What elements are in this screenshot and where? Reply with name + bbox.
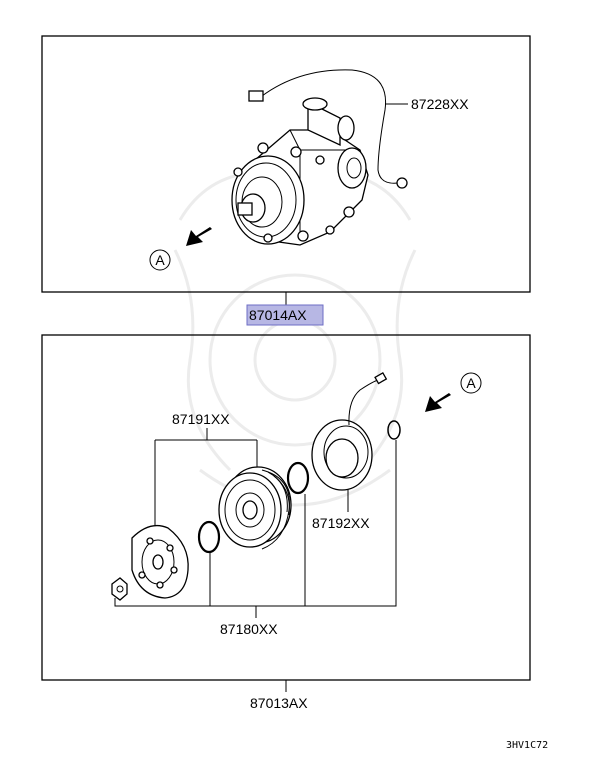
part-label-87013[interactable]: 87013AX	[250, 695, 308, 711]
arrow-icon	[186, 227, 212, 246]
part-label-87192[interactable]: 87192XX	[312, 515, 370, 531]
part-label-87180[interactable]: 87180XX	[220, 621, 278, 637]
part-label-87228[interactable]: 87228XX	[411, 96, 469, 112]
arrow-icon	[425, 393, 451, 412]
clutch-hub-plate	[131, 524, 189, 599]
part-label-87191[interactable]: 87191XX	[172, 411, 230, 427]
part-label-87014[interactable]: 87014AX	[249, 307, 307, 323]
snap-ring-2	[286, 461, 310, 495]
bracket-87191	[154, 428, 258, 528]
view-marker-bottom: A	[425, 372, 482, 412]
field-coil	[311, 372, 388, 491]
diagram-code: 3HV1C72	[506, 740, 548, 751]
compressor-drawing	[231, 69, 408, 246]
hex-nut	[111, 577, 128, 601]
snap-ring-3	[387, 420, 401, 440]
view-marker-bottom-letter: A	[466, 375, 476, 391]
snap-ring-1	[197, 520, 221, 554]
pulley	[218, 466, 292, 550]
view-marker-top: A	[149, 227, 212, 271]
view-marker-top-letter: A	[155, 252, 165, 268]
bracket-87180	[114, 440, 397, 618]
highlight-87014	[246, 304, 324, 326]
